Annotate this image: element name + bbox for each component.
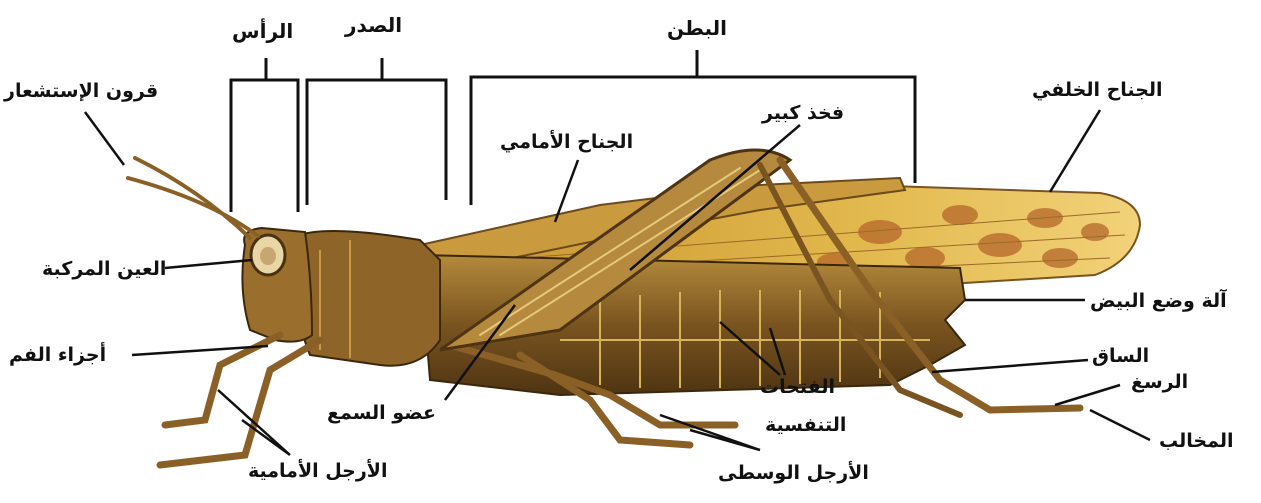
hindwing-label: الجناح الخلفي [1032, 79, 1163, 101]
spiracles-label-line1: الفتحات [760, 376, 835, 398]
tympanum-label: عضو السمع [327, 402, 436, 424]
claws-pointer [1090, 410, 1150, 440]
front-legs-pointer [218, 390, 290, 455]
front-legs [160, 335, 320, 465]
compound-eye-label: العين المركبة [42, 258, 166, 280]
forewing-label: الجناح الأمامي [500, 131, 633, 153]
antennae-pointer [85, 112, 124, 165]
hindwing-pointer [1050, 110, 1100, 192]
tibia-label: الساق [1092, 345, 1149, 367]
thorax-region-label: الصدر [345, 14, 402, 36]
spiracles-label-line2: التنفسية [765, 414, 846, 436]
tarsus-pointer [1055, 385, 1120, 405]
tibia-pointer [932, 360, 1088, 372]
thorax-body [298, 231, 441, 366]
head-region-label: الرأس [232, 20, 293, 42]
tarsus-label: الرسغ [1131, 371, 1188, 393]
head-body [242, 228, 312, 342]
ovipositor-label: آلة وضع البيض [1090, 290, 1227, 312]
antennae-label: قرون الإستشعار [4, 80, 158, 102]
middle-legs-label: الأرجل الوسطى [718, 462, 869, 484]
large-femur-label: فخذ كبير [762, 102, 844, 124]
antennae [128, 158, 258, 238]
thorax-bracket [307, 58, 446, 205]
head-bracket [231, 58, 298, 212]
abdomen-region-label: البطن [667, 17, 727, 39]
claws-label: المخالب [1159, 430, 1233, 452]
compound-eye-pointer [165, 260, 252, 268]
front-legs-label: الأرجل الأمامية [248, 460, 387, 482]
mouthparts-label: أجزاء الفم [9, 344, 106, 366]
